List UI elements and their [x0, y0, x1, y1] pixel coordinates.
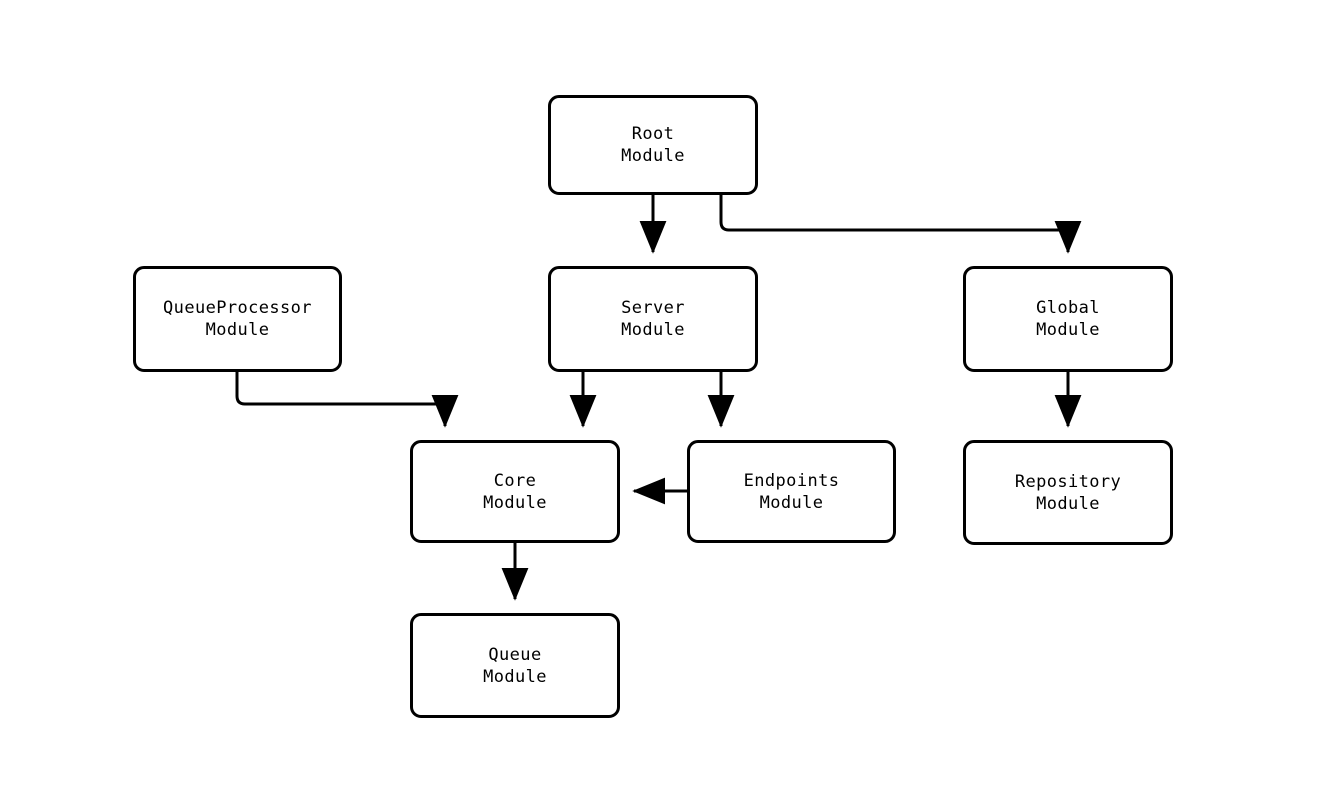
edge-root-to-global	[719, 195, 1082, 254]
node-endpoints-module[interactable]: Endpoints Module	[687, 440, 896, 543]
node-server-module-line2: Module	[621, 320, 685, 340]
node-queue-module-line2: Module	[483, 666, 547, 687]
node-core-module-line2: Module	[483, 492, 547, 513]
node-queueprocessor-module-line1: QueueProcessor	[163, 298, 312, 318]
node-core-module-line1: Core	[493, 470, 537, 491]
node-core-module[interactable]: Core Module	[410, 440, 620, 543]
node-server-module-line1: Server	[621, 298, 685, 318]
node-server-module[interactable]: Server Module	[548, 266, 758, 372]
node-repository-module[interactable]: Repository Module	[963, 440, 1173, 545]
node-queue-module-line1: Queue	[488, 644, 542, 665]
node-endpoints-module-line2: Module	[759, 492, 824, 513]
edge-queueprocessor-to-core	[235, 372, 459, 428]
node-queue-module[interactable]: Queue Module	[410, 613, 620, 718]
node-global-module[interactable]: Global Module	[963, 266, 1173, 372]
node-global-module-line2: Module	[1036, 320, 1100, 340]
node-endpoints-module-line1: Endpoints	[743, 470, 840, 491]
node-repository-module-line1: Repository	[1014, 471, 1122, 492]
node-root-module[interactable]: Root Module	[548, 95, 758, 195]
node-queueprocessor-module[interactable]: QueueProcessor Module	[133, 266, 342, 372]
node-root-module-line1: Root	[631, 124, 675, 144]
node-repository-module-line2: Module	[1036, 493, 1100, 514]
node-queueprocessor-module-line2: Module	[205, 320, 270, 340]
node-root-module-line2: Module	[621, 146, 685, 166]
node-global-module-line1: Global	[1036, 298, 1100, 318]
